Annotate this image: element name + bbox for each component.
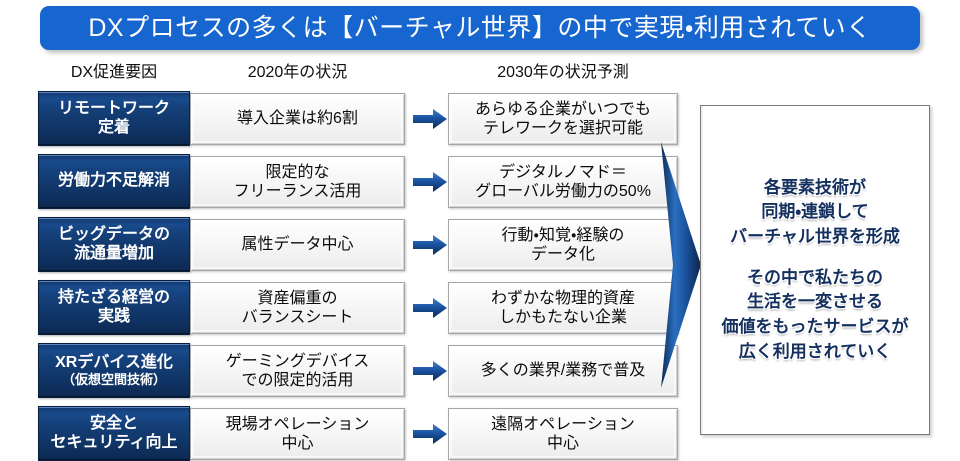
state-2030-line-1: 多くの業界/業務で普及 [480, 362, 646, 380]
state-2030-line-1: わずかな物理的資産 [490, 289, 635, 307]
factor-line-2: 実践 [97, 307, 130, 325]
state-2030-line-1: あらゆる企業がいつでも [474, 100, 651, 118]
state-2030-box[interactable]: あらゆる企業がいつでもテレワークを選択可能 [448, 93, 678, 145]
state-2020-line-1: 導入企業は約6割 [237, 110, 358, 128]
factor-line-1: ビッグデータの [57, 225, 170, 243]
conclusion-block-1: 各要素技術が同期・連鎖してバーチャル世界を形成 [730, 176, 900, 250]
column-header-2030: 2030年の状況予測 [497, 64, 629, 81]
state-2030-line-1: デジタルノマド＝ [499, 163, 627, 181]
state-2020-line-1: 現場オペレーション [225, 415, 370, 433]
state-2020-line-1: 限定的な [265, 163, 330, 181]
factor-line-1: 安全と [89, 414, 138, 432]
state-2020-line-2: での限定的活用 [241, 372, 354, 389]
state-2020-box[interactable]: 資産偏重のバランスシート [190, 282, 405, 334]
factor-line-1: 労働力不足解消 [57, 172, 170, 190]
factor-chip[interactable]: 安全とセキュリティ向上 [38, 406, 190, 461]
factor-line-2: セキュリティ向上 [50, 433, 178, 451]
state-2030-box[interactable]: 行動・知覚・経験のデータ化 [448, 219, 678, 271]
factor-line-1: XRデバイス進化 [55, 353, 173, 371]
state-2020-box[interactable]: ゲーミングデバイスでの限定的活用 [190, 345, 405, 397]
factor-chip[interactable]: 持たざる経営の実践 [38, 280, 190, 335]
conclusion-line: 生活を一変させる [747, 292, 883, 312]
factor-line-2: （仮想空間技術） [61, 372, 166, 388]
state-2030-line-1: 遠隔オペレーション [491, 415, 635, 433]
column-header-factors: DX促進要因 [70, 64, 158, 81]
right-arrow-icon [412, 360, 448, 382]
state-2020-line-2: 中心 [281, 435, 314, 452]
diagram-canvas: DXプロセスの多くは【バーチャル世界】の中で実現・利用されていく DX促進要因 … [38, 6, 930, 461]
state-2020-line-2: バランスシート [241, 309, 354, 326]
title-banner: DXプロセスの多くは【バーチャル世界】の中で実現・利用されていく [40, 6, 920, 50]
state-2030-box[interactable]: 遠隔オペレーション中心 [448, 408, 678, 460]
conclusion-line: その中で私たちの [747, 267, 883, 287]
state-2020-box[interactable]: 導入企業は約6割 [190, 93, 405, 145]
conclusion-line: 各要素技術が [764, 177, 866, 197]
state-2020-box[interactable]: 限定的なフリーランス活用 [190, 156, 405, 208]
state-2020-line-2: フリーランス活用 [233, 183, 362, 200]
state-2030-line-2: しかもたない企業 [498, 309, 627, 326]
factor-chip[interactable]: リモートワーク定着 [38, 91, 190, 146]
factor-line-2: 定着 [97, 118, 130, 136]
state-2020-box[interactable]: 現場オペレーション中心 [190, 408, 405, 460]
conclusion-panel: 各要素技術が同期・連鎖してバーチャル世界を形成 その中で私たちの生活を一変させる… [700, 105, 930, 435]
state-2030-line-1: 行動・知覚・経験の [501, 226, 625, 244]
factor-line-2: 流通量増加 [73, 244, 154, 262]
state-2030-line-2: 中心 [546, 435, 579, 452]
large-right-chevron-icon [655, 140, 707, 390]
state-2030-box[interactable]: デジタルノマド＝ グローバル労働力の50% [448, 156, 678, 208]
factor-chip[interactable]: 労働力不足解消 [38, 154, 190, 209]
right-arrow-icon [412, 297, 448, 319]
state-2020-line-1: ゲーミングデバイス [225, 352, 370, 370]
factor-chip[interactable]: ビッグデータの流通量増加 [38, 217, 190, 272]
factor-chip[interactable]: XRデバイス進化（仮想空間技術） [38, 343, 190, 398]
right-arrow-icon [412, 234, 448, 256]
state-2020-line-1: 属性データ中心 [241, 236, 354, 254]
right-arrow-icon [412, 108, 448, 130]
conclusion-line: 同期・連鎖して [761, 202, 869, 222]
conclusion-line: 価値をもったサービスが [721, 316, 909, 336]
right-arrow-icon [412, 171, 448, 193]
conclusion-line: バーチャル世界を形成 [730, 227, 900, 247]
title-text: DXプロセスの多くは【バーチャル世界】の中で実現・利用されていく [88, 13, 872, 42]
state-2030-line-2: テレワークを選択可能 [482, 120, 643, 137]
right-arrow-icon [412, 423, 448, 445]
column-header-2020: 2020年の状況 [247, 64, 348, 81]
factor-line-1: リモートワーク [57, 99, 170, 117]
state-2020-box[interactable]: 属性データ中心 [190, 219, 405, 271]
state-2030-line-2: データ化 [530, 246, 595, 263]
factor-line-1: 持たざる経営の [57, 288, 170, 306]
state-2030-box[interactable]: 多くの業界/業務で普及 [448, 345, 678, 397]
conclusion-block-2: その中で私たちの生活を一変させる価値をもったサービスが広く利用されていく [722, 266, 909, 365]
conclusion-line: 広く利用されていく [738, 341, 892, 361]
state-2030-line-2: グローバル労働力の50% [475, 183, 651, 200]
state-2030-box[interactable]: わずかな物理的資産しかもたない企業 [448, 282, 678, 334]
state-2020-line-1: 資産偏重の [257, 289, 338, 307]
